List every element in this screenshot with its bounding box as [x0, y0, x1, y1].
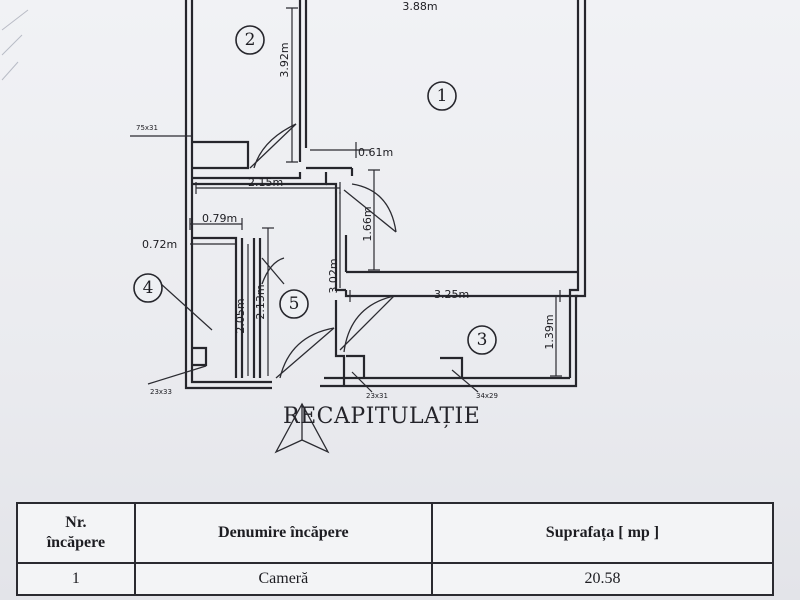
opening-75x31: 75x31 [136, 124, 158, 132]
header-nr-line1: Nr. [65, 514, 87, 531]
dim-213: 2.13m [254, 284, 267, 319]
dim-392: 3.92m [278, 42, 291, 77]
opening-34x29: 34x29 [476, 392, 498, 400]
dim-079: 0.79m [202, 212, 237, 225]
opening-23x31: 23x31 [366, 392, 388, 400]
cell-room-number: 1 [16, 562, 136, 596]
room-marker-1 [427, 81, 457, 111]
header-room-number: Nr. încăpere [16, 502, 136, 564]
header-room-name: Denumire încăpere [133, 502, 433, 564]
dim-061: 0.61m [358, 146, 393, 159]
interior-walls [192, 140, 578, 386]
room-number-4: 4 [143, 278, 154, 298]
room-marker-3 [467, 325, 497, 355]
dim-139: 1.39m [543, 314, 556, 349]
dimension-labels: 3.88m 3.92m 0.61m 2.15m 0.79m 0.72m 1.66… [136, 0, 556, 400]
dim-325: 3.25m [434, 288, 469, 301]
dim-205: 2.05m [234, 298, 247, 333]
door-swings [249, 123, 397, 379]
room-number-5: 5 [289, 294, 300, 314]
header-nr-line2: încăpere [46, 534, 106, 551]
room-marker-5 [279, 289, 309, 319]
room-number-2: 2 [245, 30, 256, 50]
table-row: 1 Cameră 20.58 [16, 562, 775, 596]
cell-area: 20.58 [430, 562, 775, 596]
table-header-row: Nr. încăpere Denumire încăpere Suprafața… [16, 502, 775, 564]
room-marker-4 [133, 273, 163, 303]
dim-072: 0.72m [142, 238, 177, 251]
room-marker-2 [235, 25, 265, 55]
north-arrow-icon [274, 402, 330, 454]
opening-23x33: 23x33 [150, 388, 172, 396]
cell-room-name: Cameră [133, 562, 433, 596]
dimension-lines [130, 7, 562, 393]
dim-166: 1.66m [361, 206, 374, 241]
scan-edge-marks [1, 9, 29, 81]
recap-table: Nr. încăpere Denumire încăpere Suprafața… [16, 502, 775, 596]
dim-215: 2.15m [248, 176, 283, 189]
dim-top-width: 3.88m [402, 0, 437, 13]
dim-302: 3.02m [327, 258, 340, 293]
room-number-1: 1 [437, 86, 448, 106]
room-markers: 2 1 4 5 3 [133, 25, 497, 355]
recap-title: RECAPITULAȚIE [283, 404, 481, 429]
header-area: Suprafața [ mp ] [430, 502, 775, 564]
room-number-3: 3 [477, 330, 488, 350]
